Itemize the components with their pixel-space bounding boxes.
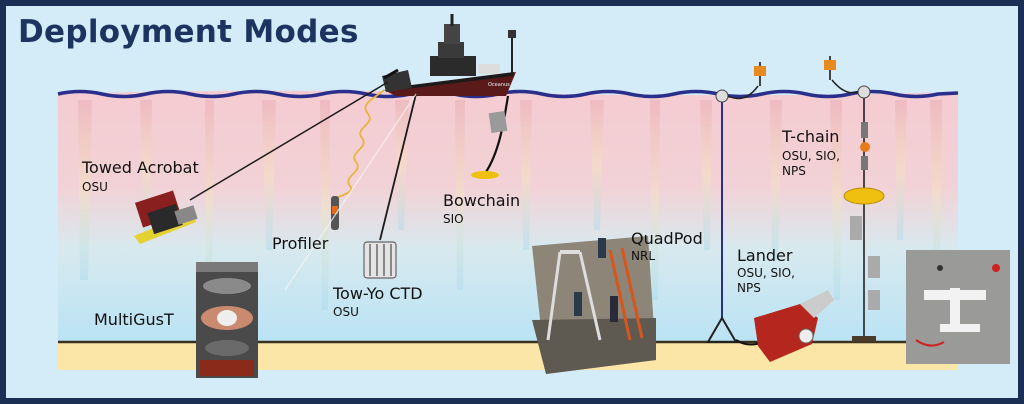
page-title: Deployment Modes bbox=[18, 14, 359, 50]
towyo-trace bbox=[284, 93, 417, 291]
profiler-tether bbox=[335, 89, 385, 199]
ship-icon: Oceanus bbox=[382, 14, 516, 96]
lander-surface-buoy bbox=[715, 89, 729, 103]
tchain-sensor-3 bbox=[868, 290, 880, 310]
plume-stripes bbox=[78, 100, 942, 310]
towyo-cable bbox=[379, 93, 417, 241]
multigust-photo bbox=[196, 262, 258, 378]
tchain-marker-buoy bbox=[824, 56, 836, 80]
ocean bbox=[58, 90, 958, 345]
lander-icon bbox=[754, 290, 834, 362]
acrobat-tow-cable bbox=[189, 81, 389, 201]
tchain-instrument-a bbox=[861, 122, 868, 138]
org-t-chain: OSU, SIO, NPS bbox=[782, 149, 840, 178]
ship-name: Oceanus bbox=[488, 82, 510, 88]
tchain-anchor bbox=[852, 336, 876, 342]
lander-surface-tether bbox=[727, 85, 759, 100]
lander-release-frame bbox=[706, 316, 738, 343]
label-t-chain: T-chain bbox=[782, 127, 840, 146]
instrument-photo bbox=[906, 250, 1010, 364]
label-tow-yo-ctd: Tow-Yo CTD bbox=[333, 284, 423, 303]
tchain-instrument-orange bbox=[860, 142, 870, 152]
org-towed-acrobat: OSU bbox=[82, 180, 108, 194]
tchain-surface-tether bbox=[831, 79, 859, 94]
label-multigust: MultiGusT bbox=[94, 310, 174, 329]
seabed bbox=[58, 342, 958, 370]
lander-marker-buoy bbox=[754, 62, 766, 86]
label-profiler: Profiler bbox=[272, 234, 329, 253]
tchain-float-icon bbox=[843, 187, 885, 205]
quadpod-photo bbox=[532, 236, 656, 374]
tow-yo-ctd-icon bbox=[363, 241, 397, 279]
bowchain-float-icon bbox=[471, 171, 499, 179]
label-towed-acrobat: Towed Acrobat bbox=[82, 158, 199, 177]
org-quadpod: NRL bbox=[631, 249, 655, 263]
towed-acrobat-icon bbox=[134, 190, 198, 244]
org-lander: OSU, SIO, NPS bbox=[737, 266, 795, 295]
bowchain-sensor-plate bbox=[488, 110, 508, 134]
label-lander: Lander bbox=[737, 246, 793, 265]
tchain-instrument-b bbox=[861, 156, 868, 170]
label-bowchain: Bowchain bbox=[443, 191, 521, 210]
tchain-sensor-1 bbox=[850, 216, 862, 240]
profiler-icon bbox=[331, 196, 339, 230]
org-tow-yo-ctd: OSU bbox=[333, 305, 359, 319]
tchain-surface-buoy bbox=[857, 85, 871, 99]
org-bowchain: SIO bbox=[443, 212, 464, 226]
bowchain-cable bbox=[485, 95, 510, 173]
label-quadpod: QuadPod bbox=[631, 229, 703, 248]
tchain-sensor-2 bbox=[868, 256, 880, 278]
